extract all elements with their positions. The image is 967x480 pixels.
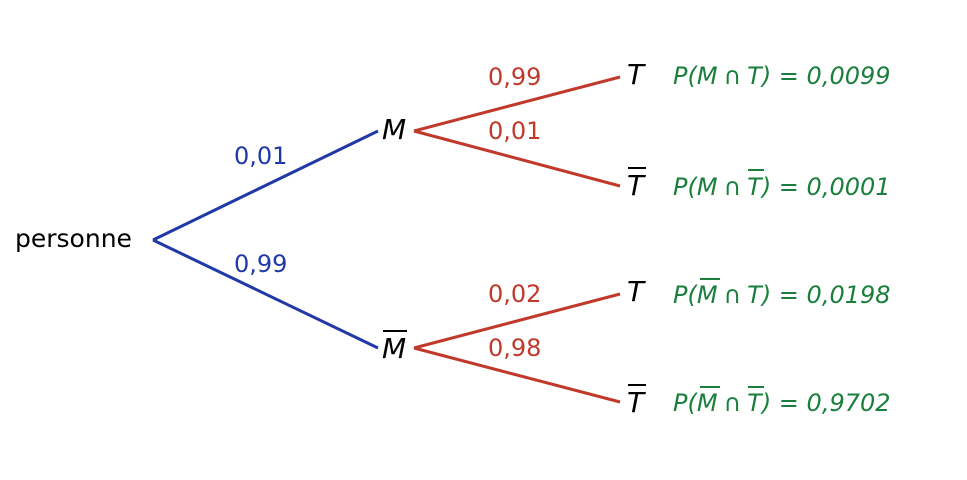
result-mbar-tbar: P(M∩T) = 0,9702 <box>673 389 891 417</box>
result-m-t: P(M∩T) = 0,0099 <box>673 62 891 90</box>
root-label: personne <box>15 224 132 253</box>
result-m-tbar: P(M∩T) = 0,0001 <box>673 173 891 201</box>
prob-mbar-tbar: 0,98 <box>488 334 541 362</box>
branch-root-to-m <box>152 129 379 242</box>
node-m: M <box>382 113 406 146</box>
branch-m-to-t <box>413 75 621 133</box>
prob-mbar-t: 0,02 <box>488 280 541 308</box>
prob-m: 0,01 <box>234 142 287 170</box>
node-mbar: M <box>382 332 406 365</box>
branch-mbar-to-t <box>413 292 621 350</box>
branch-root-to-mbar <box>152 238 379 350</box>
branch-m-to-tbar <box>413 129 621 188</box>
prob-mbar: 0,99 <box>234 250 287 278</box>
node-tbar-2: T <box>627 386 646 419</box>
branch-mbar-to-tbar <box>413 346 621 404</box>
result-mbar-t: P(M∩T) = 0,0198 <box>673 281 891 309</box>
prob-m-tbar: 0,01 <box>488 117 541 145</box>
node-t-2: T <box>627 275 646 308</box>
prob-m-t: 0,99 <box>488 63 541 91</box>
node-tbar-1: T <box>627 169 646 202</box>
node-t-1: T <box>627 58 646 91</box>
